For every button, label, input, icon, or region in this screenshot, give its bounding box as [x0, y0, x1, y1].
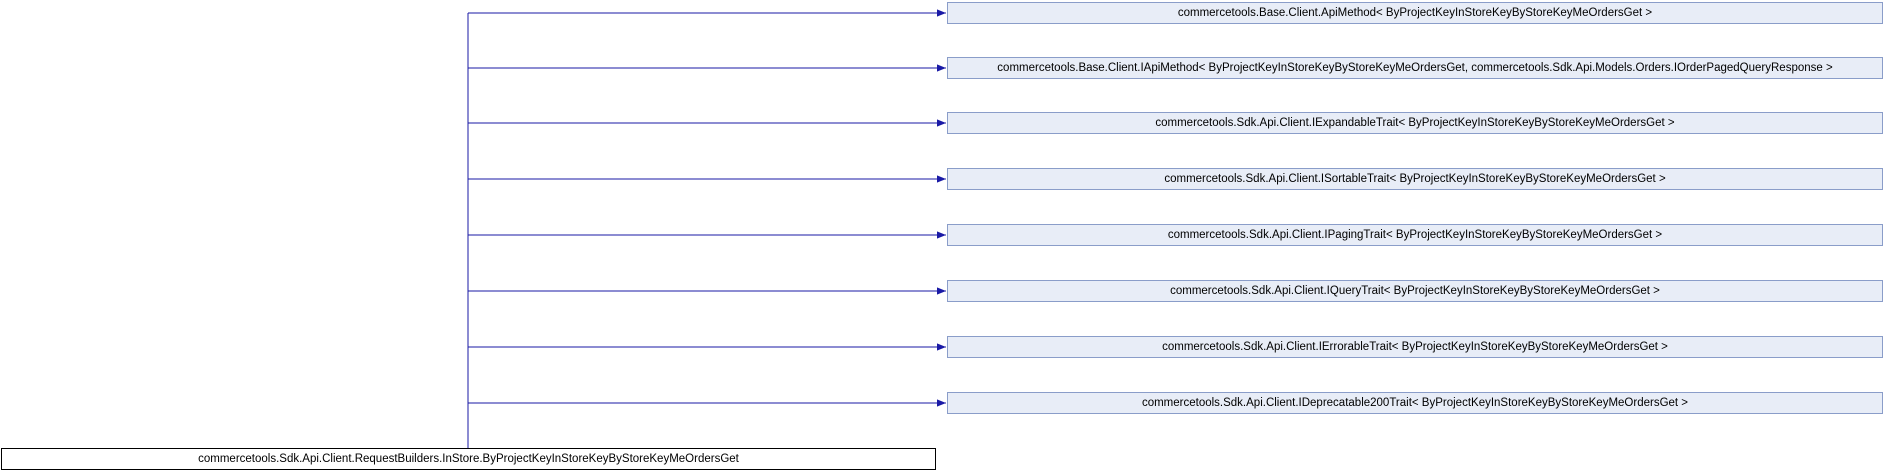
base-class-iquerytrait[interactable]: commercetools.Sdk.Api.Client.IQueryTrait…	[947, 280, 1883, 302]
base-class-apimethod[interactable]: commercetools.Base.Client.ApiMethod< ByP…	[947, 2, 1883, 24]
base-class-ipagingtrait[interactable]: commercetools.Sdk.Api.Client.IPagingTrai…	[947, 224, 1883, 246]
base-class-ierrorabletrait[interactable]: commercetools.Sdk.Api.Client.IErrorableT…	[947, 336, 1883, 358]
base-class-ideprecatable200trait[interactable]: commercetools.Sdk.Api.Client.IDeprecatab…	[947, 392, 1883, 414]
derived-class-byprojectkeyinstorekeybystorekeymeordersget[interactable]: commercetools.Sdk.Api.Client.RequestBuil…	[1, 448, 936, 470]
base-class-isortabletrait[interactable]: commercetools.Sdk.Api.Client.ISortableTr…	[947, 168, 1883, 190]
base-class-iexpandabletrait[interactable]: commercetools.Sdk.Api.Client.IExpandable…	[947, 112, 1883, 134]
base-class-iapimethod[interactable]: commercetools.Base.Client.IApiMethod< By…	[947, 57, 1883, 79]
